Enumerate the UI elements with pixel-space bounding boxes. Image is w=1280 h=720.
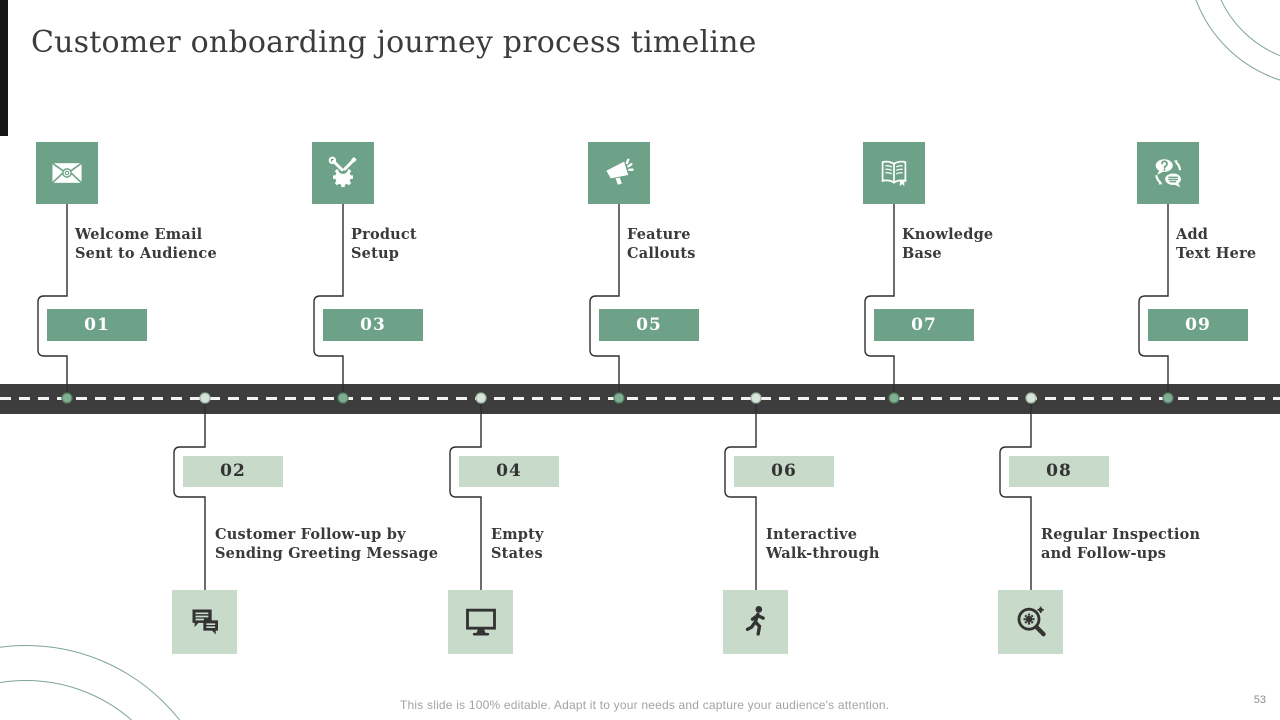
- timeline-dot: [1025, 392, 1037, 404]
- timeline-dot: [61, 392, 73, 404]
- slide-title: Customer onboarding journey process time…: [31, 25, 757, 60]
- step-number-badge: 04: [459, 456, 559, 487]
- road-center-dashes: [0, 397, 1280, 400]
- connector-step-06: [724, 398, 757, 590]
- search-gear-icon: [998, 590, 1063, 654]
- timeline-dot: [888, 392, 900, 404]
- qa-chat-icon: [1137, 142, 1199, 204]
- connector-step-05: [589, 204, 620, 398]
- step-number-badge: 06: [734, 456, 834, 487]
- step-number-badge: 07: [874, 309, 974, 341]
- connector-step-03: [313, 204, 344, 398]
- chat-messages-icon: [172, 590, 237, 654]
- open-book-icon: [863, 142, 925, 204]
- timeline-dot: [337, 392, 349, 404]
- runner-icon: [723, 590, 788, 654]
- step-number-badge: 08: [1009, 456, 1109, 487]
- connector-step-07: [864, 204, 895, 398]
- timeline-dot: [199, 392, 211, 404]
- connector-step-04: [449, 398, 482, 590]
- footer-note: This slide is 100% editable. Adapt it to…: [400, 698, 890, 712]
- connector-step-02: [173, 398, 206, 590]
- timeline-dot: [1162, 392, 1174, 404]
- gear-tools-icon: [312, 142, 374, 204]
- left-edge-accent-bar: [0, 0, 8, 136]
- timeline-dot: [475, 392, 487, 404]
- monitor-icon: [448, 590, 513, 654]
- step-number-badge: 09: [1148, 309, 1248, 341]
- megaphone-icon: [588, 142, 650, 204]
- timeline-dots: [61, 392, 1174, 404]
- page-number: 53: [1253, 694, 1266, 706]
- connector-step-01: [37, 204, 68, 398]
- connector-step-08: [999, 398, 1032, 590]
- step-number-badge: 01: [47, 309, 147, 341]
- step-number-badge: 05: [599, 309, 699, 341]
- envelope-icon: [36, 142, 98, 204]
- connector-step-09: [1138, 204, 1169, 398]
- timeline-dot: [750, 392, 762, 404]
- timeline-dot: [613, 392, 625, 404]
- step-number-badge: 03: [323, 309, 423, 341]
- step-number-badge: 02: [183, 456, 283, 487]
